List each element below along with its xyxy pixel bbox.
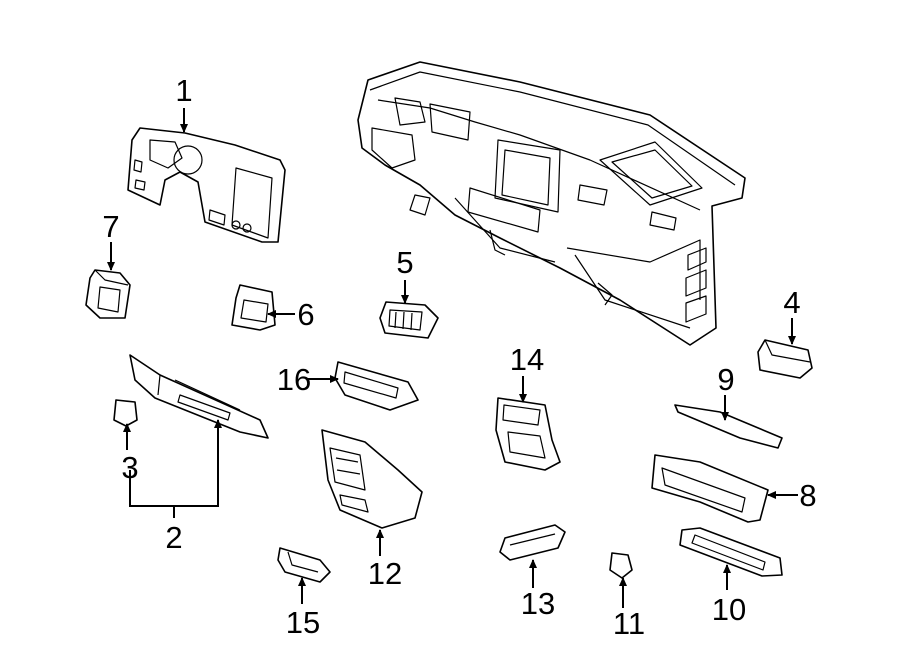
switch-part — [757, 339, 813, 379]
callout-8: 8 — [799, 478, 816, 513]
vent-part — [379, 301, 439, 339]
instrument-panel-assembly — [357, 61, 746, 346]
callout-4: 4 — [783, 285, 800, 320]
callout-2: 2 — [165, 520, 182, 555]
callout-13: 13 — [521, 586, 555, 621]
handle-part — [499, 524, 566, 561]
callout-7: 7 — [102, 209, 119, 244]
storage-tray-part — [679, 527, 783, 577]
callout-6: 6 — [297, 297, 314, 332]
callout-5: 5 — [396, 245, 413, 280]
callout-1: 1 — [175, 73, 192, 108]
callout-11: 11 — [613, 606, 645, 641]
lower-trim-panel-part — [129, 354, 269, 439]
bracket-part — [277, 547, 331, 583]
clip-part — [113, 399, 138, 427]
callout-16: 16 — [277, 362, 311, 397]
panel-bezel-part — [495, 397, 561, 471]
vent-bezel-part — [334, 361, 419, 411]
callout-10: 10 — [712, 592, 746, 627]
callout-9: 9 — [717, 362, 734, 397]
callout-14: 14 — [510, 342, 544, 377]
switch-bracket-part — [231, 284, 276, 331]
bracket-2 — [129, 419, 222, 507]
callout-12: 12 — [368, 556, 402, 591]
leader-lines — [107, 108, 798, 608]
callout-3: 3 — [121, 450, 138, 485]
control-module-part — [85, 269, 131, 319]
center-panel-part — [321, 429, 423, 529]
callout-labels: 1 2 3 4 5 6 7 8 9 10 11 12 13 14 15 16 — [102, 73, 816, 641]
cluster-bezel-part — [127, 127, 286, 243]
reinforcement-part — [674, 404, 783, 449]
side-bezel-part — [651, 454, 769, 523]
callout-15: 15 — [286, 605, 320, 640]
retainer-clip-part — [609, 552, 633, 579]
